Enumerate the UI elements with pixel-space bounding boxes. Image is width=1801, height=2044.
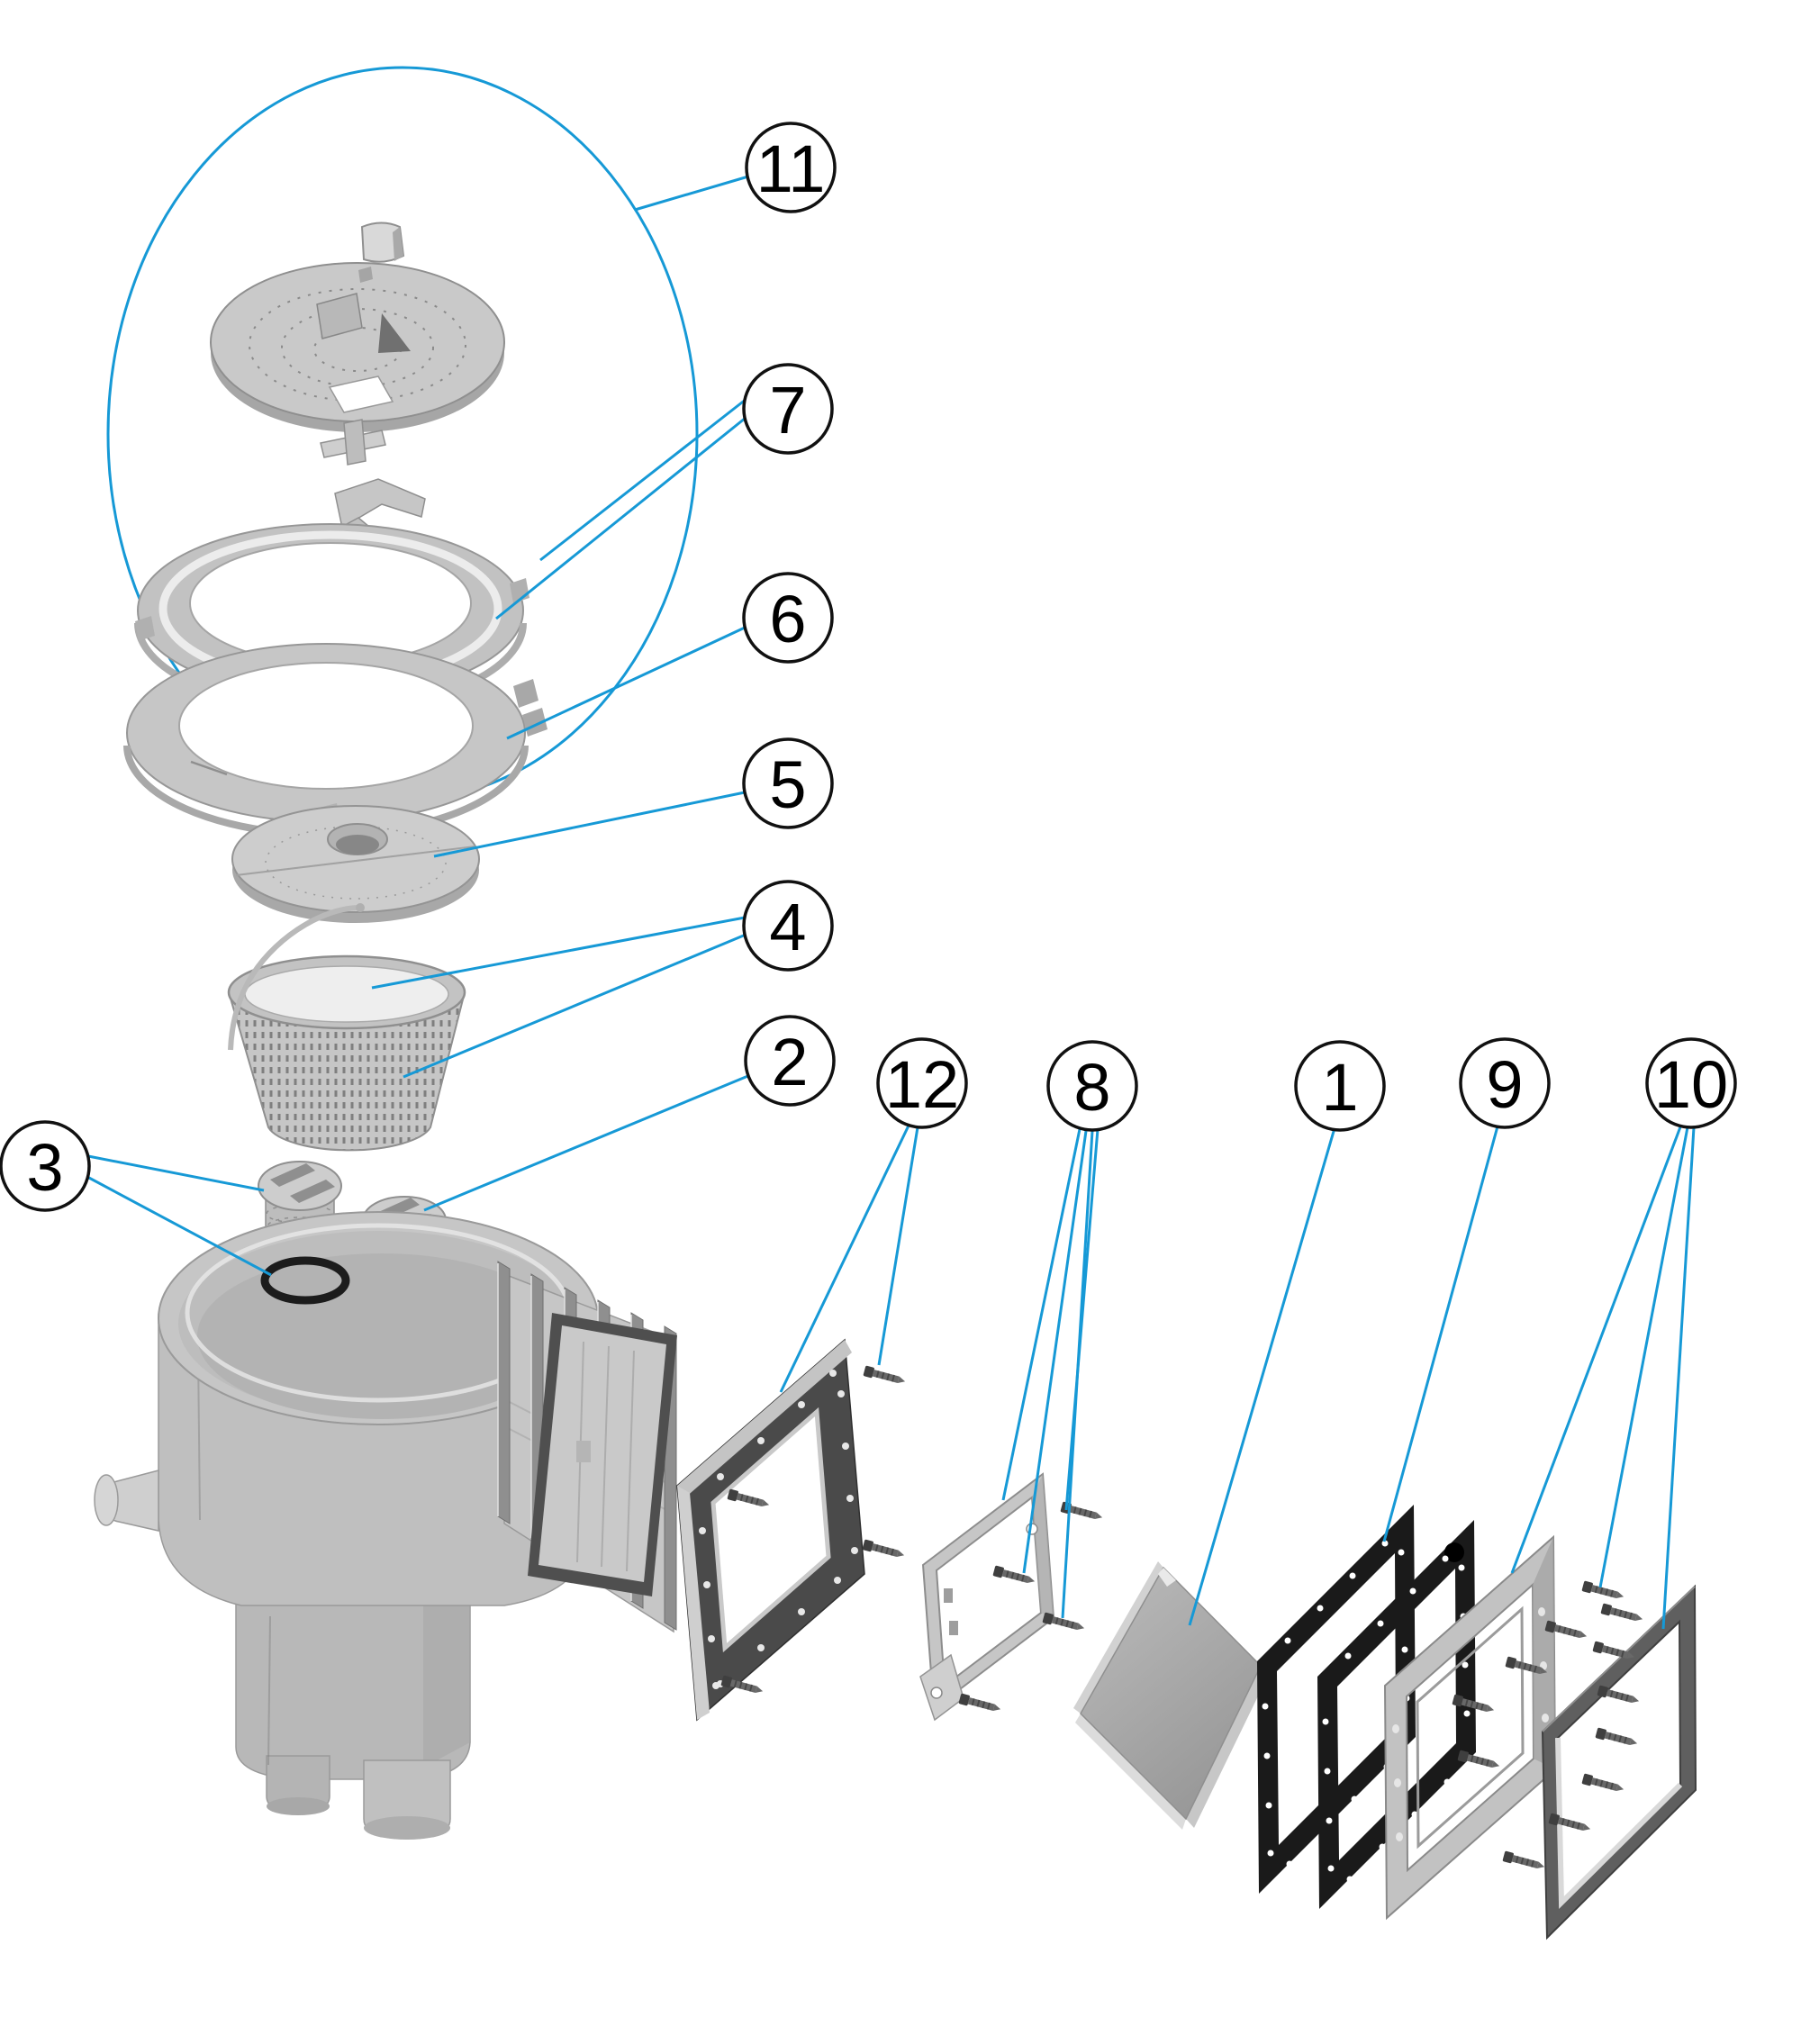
frame-screw-holes xyxy=(699,1370,858,1689)
callout-label-3: 3 xyxy=(26,1130,63,1205)
callout-circle-8 xyxy=(1046,1040,1138,1132)
leader-7a xyxy=(539,397,747,562)
callout-label-2: 2 xyxy=(771,1025,808,1099)
callout-circle-4 xyxy=(742,880,834,972)
leader-11 xyxy=(634,175,749,212)
callout-label-1: 1 xyxy=(1321,1050,1358,1125)
lock-bracket xyxy=(334,478,426,529)
callout-label-11: 11 xyxy=(756,131,826,206)
callout-circle-10 xyxy=(1645,1037,1737,1129)
callout-4: 4 xyxy=(742,880,834,972)
leader-12b xyxy=(877,1126,919,1366)
callout-circle-11 xyxy=(745,122,837,213)
callout-label-4: 4 xyxy=(769,890,806,964)
o-ring xyxy=(260,1256,350,1305)
callout-label-10: 10 xyxy=(1654,1047,1728,1122)
skimmer-tank xyxy=(94,1211,599,1840)
leader-4a xyxy=(371,916,746,990)
callout-label-5: 5 xyxy=(769,747,806,822)
lid-latch-block xyxy=(316,293,363,339)
callout-9: 9 xyxy=(1459,1037,1551,1129)
callout-2: 2 xyxy=(744,1015,836,1107)
gasket-hole-large xyxy=(1444,1542,1464,1562)
callout-8: 8 xyxy=(1046,1040,1138,1132)
callouts: 11 7 6 5 4 2 3 12 xyxy=(0,122,1737,1212)
callout-7: 7 xyxy=(742,363,834,455)
callout-circle-2 xyxy=(744,1015,836,1107)
wall-frame xyxy=(1383,1534,1557,1921)
lid-latch-shadow xyxy=(378,313,411,353)
callout-circle-3 xyxy=(0,1120,91,1212)
mounting-frame-large xyxy=(676,1338,865,1722)
leader-10c xyxy=(1661,1126,1696,1630)
leader-8a xyxy=(1001,1128,1082,1501)
leader-1 xyxy=(1188,1127,1336,1626)
callout-circle-7 xyxy=(742,363,834,455)
leader-10a xyxy=(1510,1124,1683,1574)
finishing-frame xyxy=(1541,1584,1697,1940)
leader-8b xyxy=(1022,1130,1088,1574)
callout-circle-12 xyxy=(876,1037,968,1129)
callout-6: 6 xyxy=(742,572,834,664)
callout-label-9: 9 xyxy=(1486,1047,1523,1122)
leader-3a xyxy=(87,1154,265,1192)
adapter-ring-lower xyxy=(123,643,548,838)
basket-handle xyxy=(228,905,361,1051)
leader-3b xyxy=(86,1175,272,1277)
leader-6 xyxy=(506,626,746,740)
leader-8d xyxy=(1064,1128,1100,1511)
leader-lines xyxy=(86,175,1696,1630)
leader-12a xyxy=(779,1125,910,1393)
callout-label-8: 8 xyxy=(1073,1050,1110,1125)
callout-12: 12 xyxy=(876,1037,968,1129)
skimmer-basket xyxy=(227,903,466,1152)
bellows-mouth xyxy=(528,1313,677,1596)
callout-label-6: 6 xyxy=(769,582,806,656)
callout-circle-1 xyxy=(1294,1040,1386,1132)
callout-circle-6 xyxy=(742,572,834,664)
bellows xyxy=(497,1261,677,1633)
leader-2 xyxy=(423,1073,751,1212)
weir-flap xyxy=(1073,1561,1270,1830)
lid-slot xyxy=(328,375,394,413)
leader-9 xyxy=(1382,1126,1499,1542)
callout-circle-5 xyxy=(742,737,834,829)
skimmer-lid xyxy=(210,222,505,432)
lid-knob-shade xyxy=(393,227,403,261)
leader-5 xyxy=(433,791,746,858)
callout-3: 3 xyxy=(0,1120,91,1212)
callout-11: 11 xyxy=(745,122,837,213)
leader-10b xyxy=(1598,1126,1689,1588)
callout-label-12: 12 xyxy=(885,1047,959,1122)
callout-label-7: 7 xyxy=(769,373,806,448)
leader-4b xyxy=(403,933,747,1079)
callout-circle-9 xyxy=(1459,1037,1551,1129)
basket-cover-plate xyxy=(231,805,480,923)
callout-5: 5 xyxy=(742,737,834,829)
callout-1: 1 xyxy=(1294,1040,1386,1132)
callout-10: 10 xyxy=(1645,1037,1737,1129)
leader-7b xyxy=(495,416,747,620)
